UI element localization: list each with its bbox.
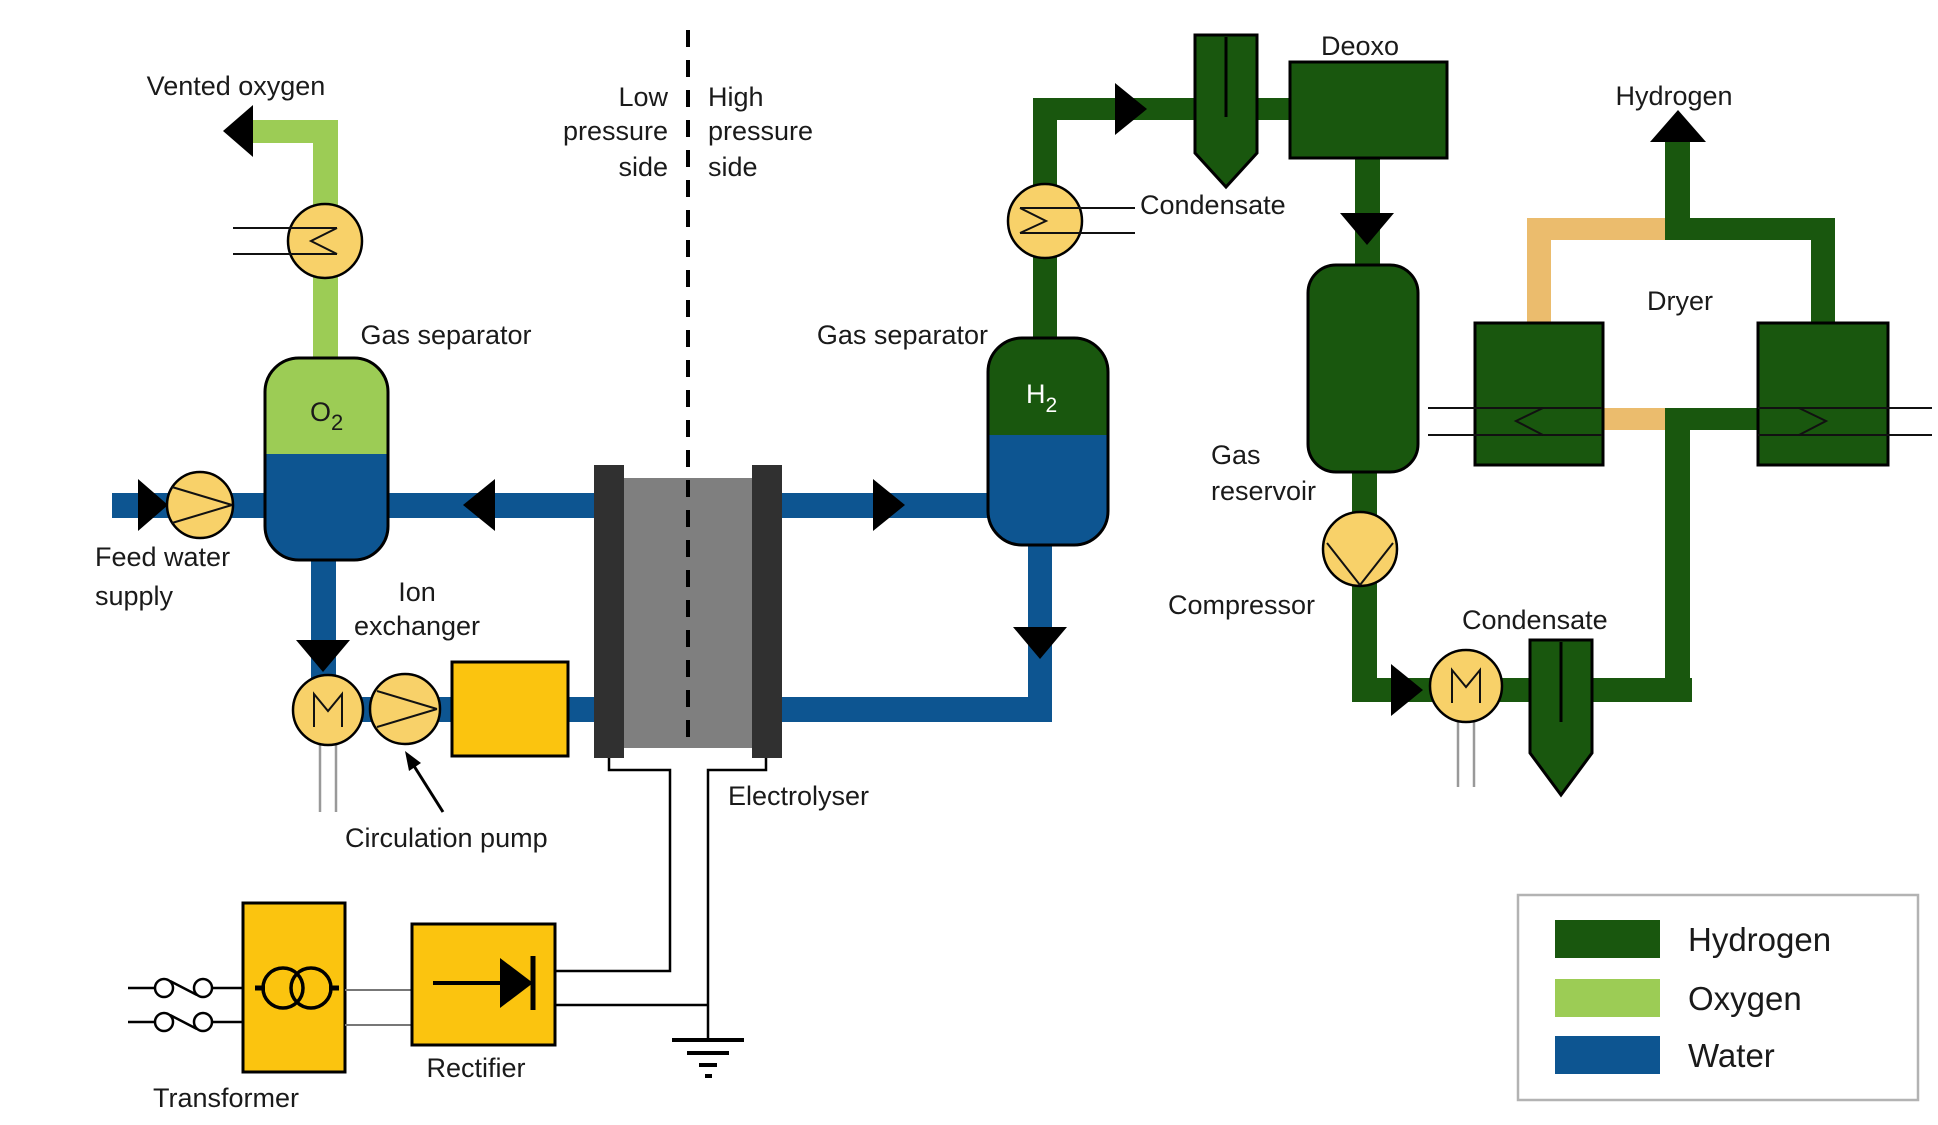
gas-separator-left-label: Gas separator [360,320,531,350]
regeneration-pipes [1527,218,1665,430]
h2-gas-zone [988,338,1108,435]
dryer-vessel-right [1756,321,1932,467]
drain-valve-left [291,673,365,812]
o2-water-zone [265,454,388,560]
low-pressure-label-2: pressure [563,116,668,146]
h2-label: H2 [1026,379,1057,417]
vented-oxygen-label: Vented oxygen [147,71,326,101]
legend-label-hydrogen: Hydrogen [1688,921,1831,958]
hydrogen-pipes [1033,98,1835,702]
condensate-heat-exchanger [1006,182,1135,260]
legend-label-oxygen: Oxygen [1688,980,1802,1017]
high-pressure-label-1: High [708,82,764,112]
dryer-vessel-left [1428,321,1605,467]
vent-heat-exchanger [233,202,364,280]
condensate-top-label: Condensate [1140,190,1286,220]
gas-reservoir-label-1: Gas [1211,440,1261,470]
o2-gas-zone [265,358,388,454]
transformer-windings-icon [255,966,339,1010]
rectifier-label: Rectifier [426,1053,525,1083]
electrode-left [594,465,624,758]
pipe-to-knockout [1033,98,1195,120]
electrical-supply [128,756,768,1078]
condensate-bottom-label: Condensate [1462,605,1608,635]
compressor-label: Compressor [1168,590,1315,620]
pipe-regen-bottom [1600,408,1665,430]
compressor-icon [1321,510,1399,588]
circulation-pump-label: Circulation pump [345,823,548,853]
dryer-label: Dryer [1647,286,1713,316]
breaker-switch-bottom-icon [128,1011,244,1033]
legend-swatch-water [1555,1036,1660,1074]
knockout-separator-top [1193,33,1259,190]
high-pressure-label-2: pressure [708,116,813,146]
flow-arrow-left-icon [463,479,495,531]
hydrogen-gas-separator: H2 [986,336,1110,547]
h2-water-zone [988,435,1108,545]
ion-exchanger-label-2: exchanger [354,611,480,641]
electrolyser-label: Electrolyser [728,781,869,811]
wire-dc-positive [555,756,672,973]
gas-reservoir-label-2: reservoir [1211,476,1316,506]
hydrogen-outlet-arrow-icon [1650,110,1706,142]
knockout-separator-bottom [1528,638,1594,798]
pipe-dryer-right-riser [1811,218,1835,325]
transformer-label: Transformer [153,1083,299,1113]
pipe-regen-top [1527,218,1665,240]
o2-vessel-outline [263,356,390,562]
gas-separator-right-label: Gas separator [817,320,988,350]
flow-arrow-right-icon [873,479,905,531]
deoxo-label: Deoxo [1321,31,1399,61]
ion-exchanger-label-1: Ion [398,577,436,607]
low-pressure-label-3: side [618,152,668,182]
vent-arrow-icon [223,105,253,157]
circulation-pump-pointer-icon [405,751,445,813]
rectifier [410,922,557,1047]
flow-arrow-down-o2-icon [296,640,350,672]
pipe-up-to-dryer [1665,408,1690,702]
feed-water-label-1: Feed water [95,542,230,572]
legend: Hydrogen Oxygen Water [1516,893,1920,1102]
circulation-pump-icon [368,672,442,746]
legend-swatch-oxygen [1555,979,1660,1017]
ion-exchanger-box [450,660,570,758]
legend-swatch-hydrogen [1555,920,1660,958]
flow-arrow-to-knockout-icon [1115,83,1147,135]
pipe-dryer-top-right [1690,218,1835,240]
high-pressure-label-3: side [708,152,758,182]
wire-cell-to-ground [706,756,768,1040]
flow-arrow-down-deoxo-icon [1340,213,1394,245]
flow-arrow-condensate-icon [1391,664,1423,716]
pipe-hydrogen-outlet [1665,142,1690,240]
electrode-right [752,465,782,758]
diode-icon [433,956,536,1010]
legend-label-water: Water [1688,1037,1775,1074]
feed-water-pump-icon [165,470,235,540]
pipe-h2-separator-down [1028,540,1052,710]
pipe-vent-horizontal [248,120,338,143]
oxygen-gas-separator: O2 [263,356,390,562]
low-pressure-label-1: Low [618,82,668,112]
hydrogen-product-label: Hydrogen [1615,81,1732,111]
pipe-h2-return-to-cell [782,697,1052,722]
pipe-dryer-bottom-right [1690,408,1760,430]
drain-valve-right [1428,648,1504,787]
transformer [241,901,347,1074]
breaker-switch-top-icon [128,977,244,999]
flow-arrow-down-h2-icon [1013,627,1067,659]
pipe-knockout-to-deoxo [1255,98,1295,120]
deoxo-box [1288,60,1449,160]
o2-label: O2 [310,397,343,435]
feed-water-arrow-icon [138,479,168,531]
water-pipes [112,493,1052,722]
feed-water-label-2: supply [95,581,174,611]
h2-vessel-outline [986,336,1110,547]
gas-reservoir-vessel [1306,263,1420,474]
pipe-ion-exchanger-to-cell [568,697,596,722]
heat-exchanger-icon [286,202,364,280]
ground-icon [672,1038,744,1078]
